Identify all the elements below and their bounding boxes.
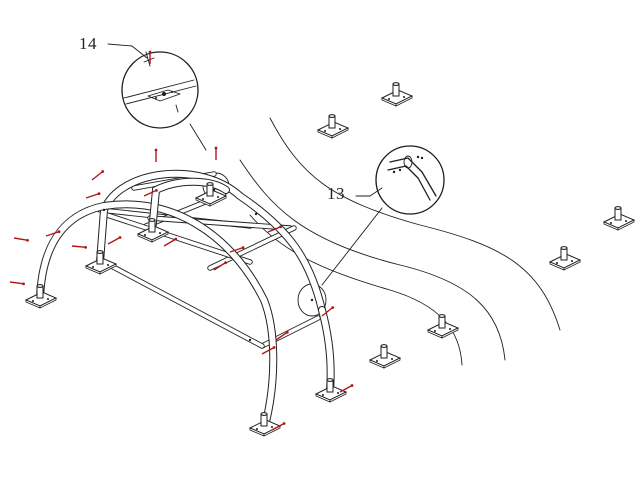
loose-foot-plates <box>317 82 635 369</box>
detail-callout-14 <box>107 43 207 151</box>
callout-label-14: 14 <box>79 34 97 53</box>
detail-callout-13 <box>321 145 445 286</box>
callout-label-13: 13 <box>327 184 345 203</box>
tent-frame <box>36 169 335 426</box>
ground-contour-lines <box>239 117 561 366</box>
